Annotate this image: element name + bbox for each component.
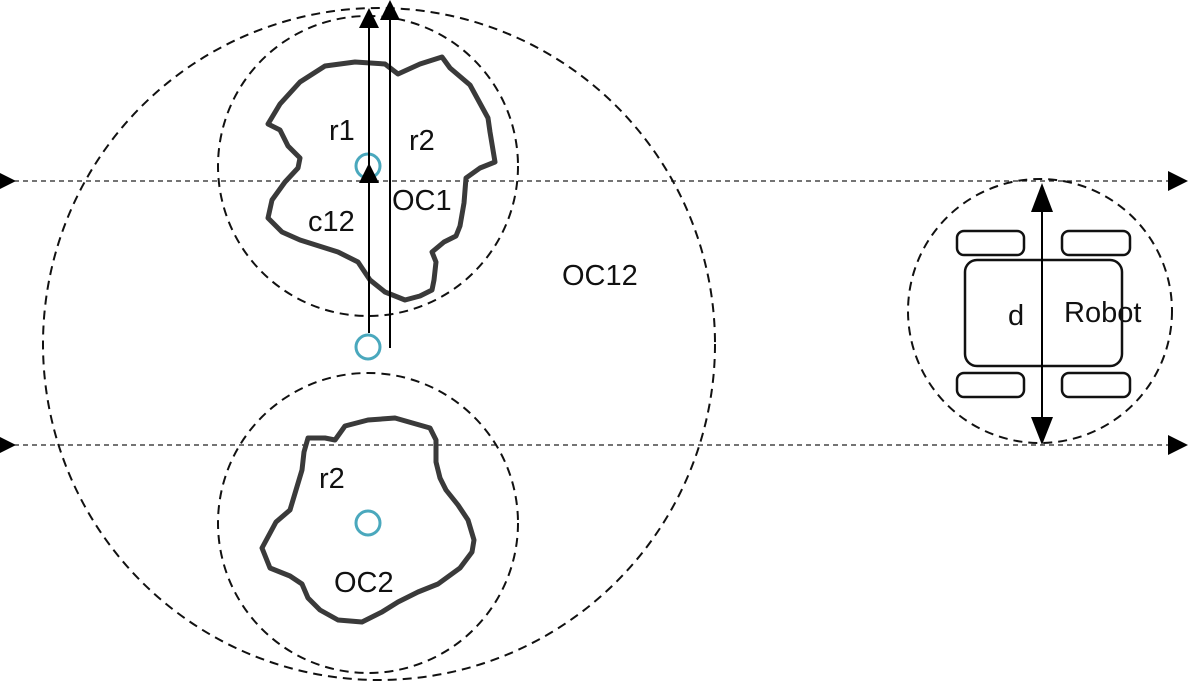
label-c12: c12	[308, 206, 355, 238]
robot-wheel-rear-right	[1060, 371, 1132, 399]
label-oc12: OC12	[562, 260, 638, 292]
label-r1: r1	[329, 115, 355, 147]
cluster-circle-oc12	[42, 7, 716, 681]
robot-diameter-arrowhead-bottom	[1031, 417, 1053, 445]
robot-wheel-rear-left	[955, 371, 1026, 399]
center-marker-cluster	[354, 333, 382, 361]
obstacle-circle-oc2	[217, 372, 519, 674]
robot-wheel-front-left	[955, 229, 1026, 257]
robot-diameter-arrowhead-top	[1031, 183, 1053, 212]
robot-wheel-front-right	[1060, 229, 1132, 257]
center-marker-oc2	[354, 509, 382, 537]
label-d: d	[1008, 300, 1024, 332]
robot-footprint-circle	[907, 178, 1173, 444]
label-r2-bottom: r2	[319, 463, 345, 495]
label-oc2: OC2	[334, 567, 394, 599]
robot-body	[963, 258, 1124, 368]
label-robot: Robot	[1064, 297, 1141, 329]
label-r2-top: r2	[409, 125, 435, 157]
obstacle-1-outline	[265, 54, 498, 303]
obstacle-2-outline	[259, 415, 477, 625]
label-oc1: OC1	[392, 185, 452, 217]
robot-group	[907, 178, 1173, 445]
